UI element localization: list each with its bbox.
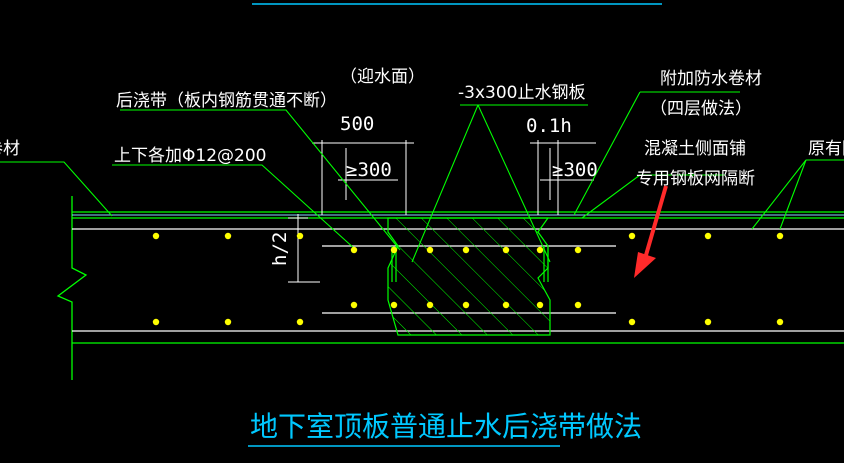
rebar-dot	[502, 246, 510, 254]
dim-h2: h/2	[269, 232, 291, 266]
label-facing-water: （迎水面）	[340, 67, 425, 87]
rebar-dot	[628, 232, 636, 240]
rebar-dot	[390, 246, 398, 254]
rebar-dot	[296, 318, 304, 326]
rebar-dot	[536, 246, 544, 254]
rebar-dot	[296, 232, 304, 240]
rebar-dot	[704, 318, 712, 326]
rebar-dots	[152, 232, 784, 326]
label-concrete-side-2: 专用钢板网隔断	[636, 169, 755, 189]
rebar-dot	[350, 301, 358, 309]
label-rebar-add: 上下各加Φ12@200	[114, 146, 266, 166]
rebar-dot	[426, 246, 434, 254]
rebar-dot	[704, 232, 712, 240]
rebar-dot	[574, 246, 582, 254]
label-post-cast-strip: 后浇带（板内钢筋贯通不断）	[116, 91, 337, 111]
red-arrow	[634, 185, 668, 278]
dim-300-right: ≥300	[552, 159, 598, 181]
rebar-dot	[776, 318, 784, 326]
label-original-right: 原有防	[808, 139, 844, 159]
rebar-dot	[224, 318, 232, 326]
rebar-dot	[152, 318, 160, 326]
label-membrane-left: 卷材	[0, 139, 20, 159]
rebar-dot	[536, 301, 544, 309]
rebar-dot	[574, 301, 582, 309]
dim-300-left: ≥300	[346, 159, 392, 181]
rebar-dot	[462, 301, 470, 309]
rebar-dot	[152, 232, 160, 240]
rebar-dot	[426, 301, 434, 309]
rebar-dot	[462, 246, 470, 254]
label-four-layers: （四层做法）	[650, 99, 752, 119]
dim-500: 500	[340, 113, 374, 135]
label-concrete-side-1: 混凝土侧面铺	[644, 139, 746, 159]
rebar-dot	[390, 301, 398, 309]
rebar-dot	[776, 232, 784, 240]
rebar-dot	[224, 232, 232, 240]
dimension-lines	[288, 140, 596, 283]
rebar-dot	[350, 246, 358, 254]
drawing-title: 地下室顶板普通止水后浇带做法	[250, 410, 642, 443]
rebar-dot	[502, 301, 510, 309]
dim-01h: 0.1h	[526, 115, 572, 137]
post-cast-strip-hatch	[387, 217, 551, 336]
label-waterstop-plate: -3x300止水钢板	[458, 83, 585, 103]
leader-lines	[0, 91, 844, 263]
label-extra-membrane: 附加防水卷材	[660, 69, 762, 89]
rebar-dot	[628, 318, 636, 326]
